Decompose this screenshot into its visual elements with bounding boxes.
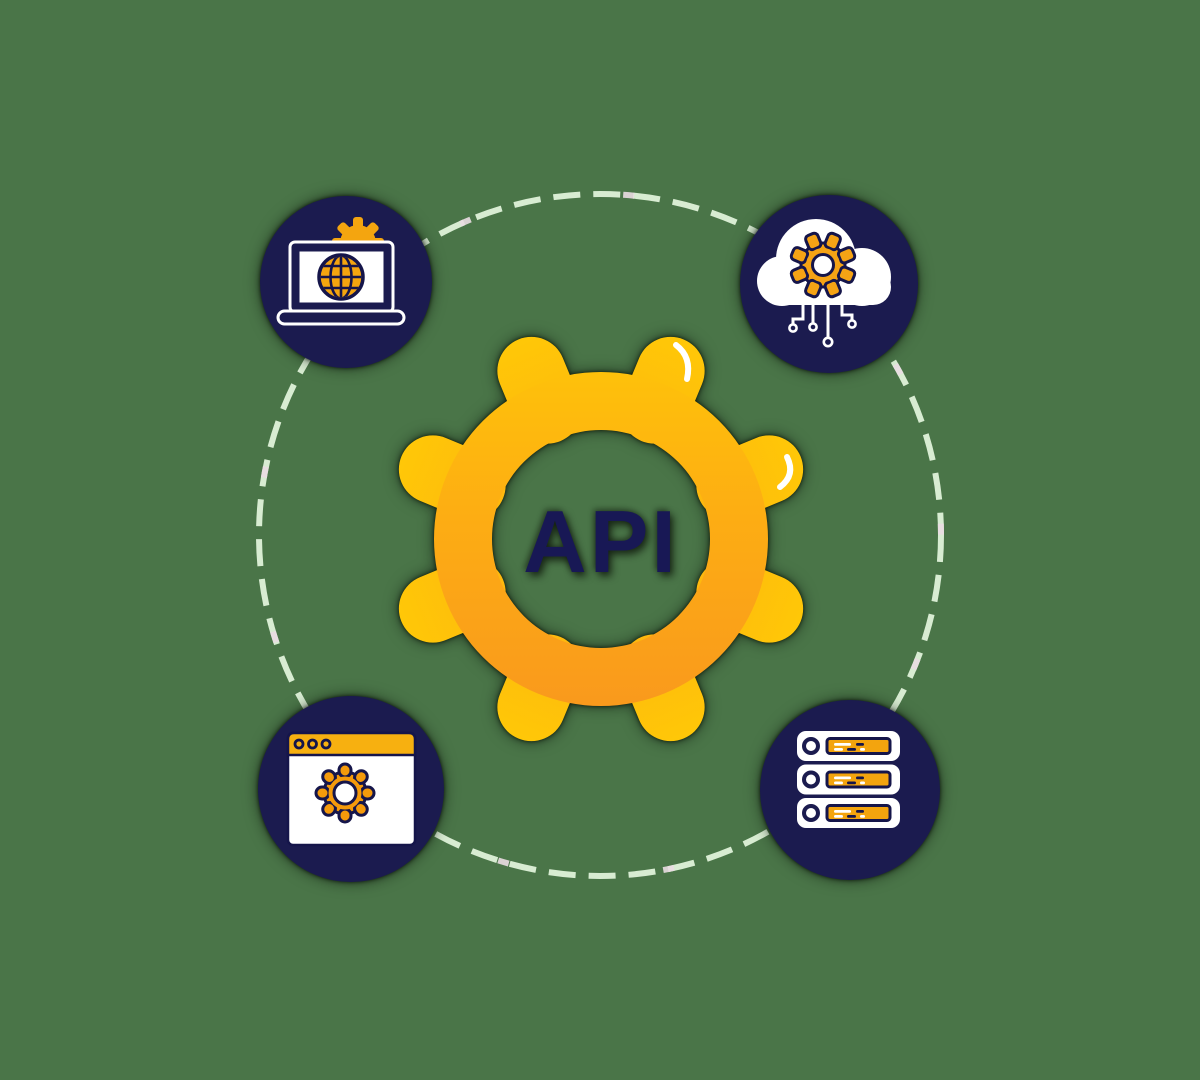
gear-icon xyxy=(789,231,857,299)
server-unit xyxy=(797,731,900,761)
gear-icon xyxy=(314,762,376,824)
cloud-gear-icon xyxy=(740,195,918,373)
api-gear xyxy=(371,309,831,769)
window-titlebar xyxy=(286,731,417,757)
server-unit xyxy=(797,798,900,828)
api-gear-icon xyxy=(398,336,804,742)
server-unit xyxy=(797,764,900,795)
api-label: API xyxy=(523,492,679,591)
globe-icon xyxy=(317,253,365,301)
server-stack-icon xyxy=(760,700,940,880)
node-browser-settings xyxy=(256,694,446,884)
laptop-globe-icon xyxy=(260,196,432,368)
node-web-laptop xyxy=(258,194,434,370)
node-cloud-computing xyxy=(738,193,920,375)
circuit-lines-icon xyxy=(791,301,854,338)
node-server-stack xyxy=(758,698,942,882)
window-control-dots xyxy=(293,738,332,750)
browser-gear-icon xyxy=(258,696,444,882)
gear-shine-marks xyxy=(673,342,794,490)
